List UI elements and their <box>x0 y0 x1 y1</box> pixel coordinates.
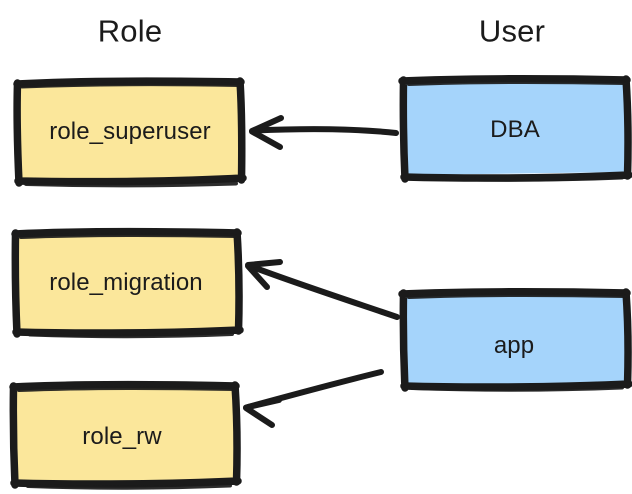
edge-app-to-role-rw-arrowhead <box>243 397 282 428</box>
column-heading-role: Role <box>97 13 163 49</box>
node-label-app: app <box>493 332 535 359</box>
edge-app-to-role-migration-arrowhead <box>245 259 283 290</box>
node-app-outline-second <box>407 292 626 392</box>
column-heading-user: User <box>478 13 546 49</box>
node-dba-outline <box>398 75 632 183</box>
edge-app-to-role-rw[interactable] <box>243 369 384 428</box>
edge-app-to-role-migration[interactable] <box>245 259 400 320</box>
node-role-rw-outline-second <box>17 385 235 490</box>
node-role-superuser[interactable] <box>13 77 247 188</box>
node-dba-outline-second <box>407 79 626 182</box>
node-app-outline <box>398 288 632 392</box>
node-role-rw-outline <box>9 381 242 489</box>
node-app-fill <box>405 294 626 385</box>
node-role-rw-fill <box>15 387 236 482</box>
node-label-dba: DBA <box>490 116 540 143</box>
node-app[interactable] <box>398 288 632 392</box>
node-role-migration-outline <box>11 228 244 338</box>
edge-dba-to-role-superuser-arrowhead <box>249 115 284 150</box>
node-label-role-migration: role_migration <box>49 269 203 296</box>
node-dba[interactable] <box>398 75 632 183</box>
node-label-role-superuser: role_superuser <box>49 118 211 145</box>
edge-dba-to-role-superuser-line <box>252 126 399 136</box>
node-dba-fill <box>405 82 626 175</box>
node-role-migration[interactable] <box>11 228 244 339</box>
node-role-rw[interactable] <box>9 381 242 490</box>
edge-app-to-role-migration-line <box>247 263 400 320</box>
edge-dba-to-role-superuser[interactable] <box>249 115 399 150</box>
node-role-migration-fill <box>17 234 238 331</box>
node-role-superuser-fill <box>19 84 242 180</box>
node-label-role-rw: role_rw <box>82 423 162 450</box>
node-role-superuser-outline-second <box>20 82 240 188</box>
node-role-superuser-outline <box>13 77 247 187</box>
node-role-migration-outline-second <box>19 232 237 339</box>
